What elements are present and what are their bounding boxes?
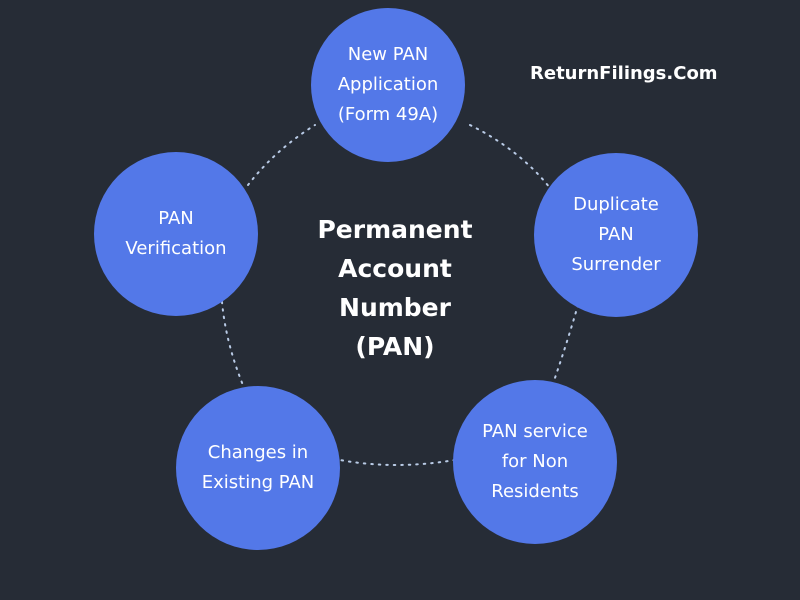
center-title: Permanent Account Number (PAN) [295, 210, 495, 366]
node-label-line: PAN service [482, 421, 588, 442]
node-label-line: Application [337, 74, 439, 95]
node-label-line: for Non [501, 451, 569, 472]
connector-new-pan-to-duplicate [469, 124, 551, 189]
center-title-line: Permanent [317, 215, 473, 244]
connector-nonresidents-to-changes [339, 459, 456, 466]
node-label-line: Residents [491, 481, 579, 502]
node-pan-service-non-residents: PAN service for Non Residents [453, 380, 617, 544]
center-title-line: Number [339, 293, 451, 322]
node-label-line: Existing PAN [201, 472, 315, 493]
connector-changes-to-verification [221, 301, 246, 391]
connector-verification-to-new-pan [247, 124, 316, 186]
node-label-line: Changes in [207, 442, 309, 463]
brand-text: ReturnFilings.Com [530, 63, 718, 84]
node-changes-in-existing-pan: Changes in Existing PAN [176, 386, 340, 550]
node-pan-verification: PAN Verification [94, 152, 258, 316]
node-label-line: Surrender [571, 254, 661, 275]
node-new-pan-application: New PAN Application (Form 49A) [311, 8, 465, 162]
node-label-line: Duplicate [573, 194, 659, 215]
node-label-line: Verification [125, 238, 227, 259]
node-label-line: New PAN [347, 44, 429, 65]
node-duplicate-pan-surrender: Duplicate PAN Surrender [534, 153, 698, 317]
center-title-line: Account [338, 254, 452, 283]
center-title-line: (PAN) [355, 332, 435, 361]
node-label-line: PAN [158, 208, 194, 229]
node-label-line: (Form 49A) [337, 104, 439, 125]
node-label-line: PAN [598, 224, 634, 245]
connector-duplicate-to-nonresidents [547, 304, 579, 399]
